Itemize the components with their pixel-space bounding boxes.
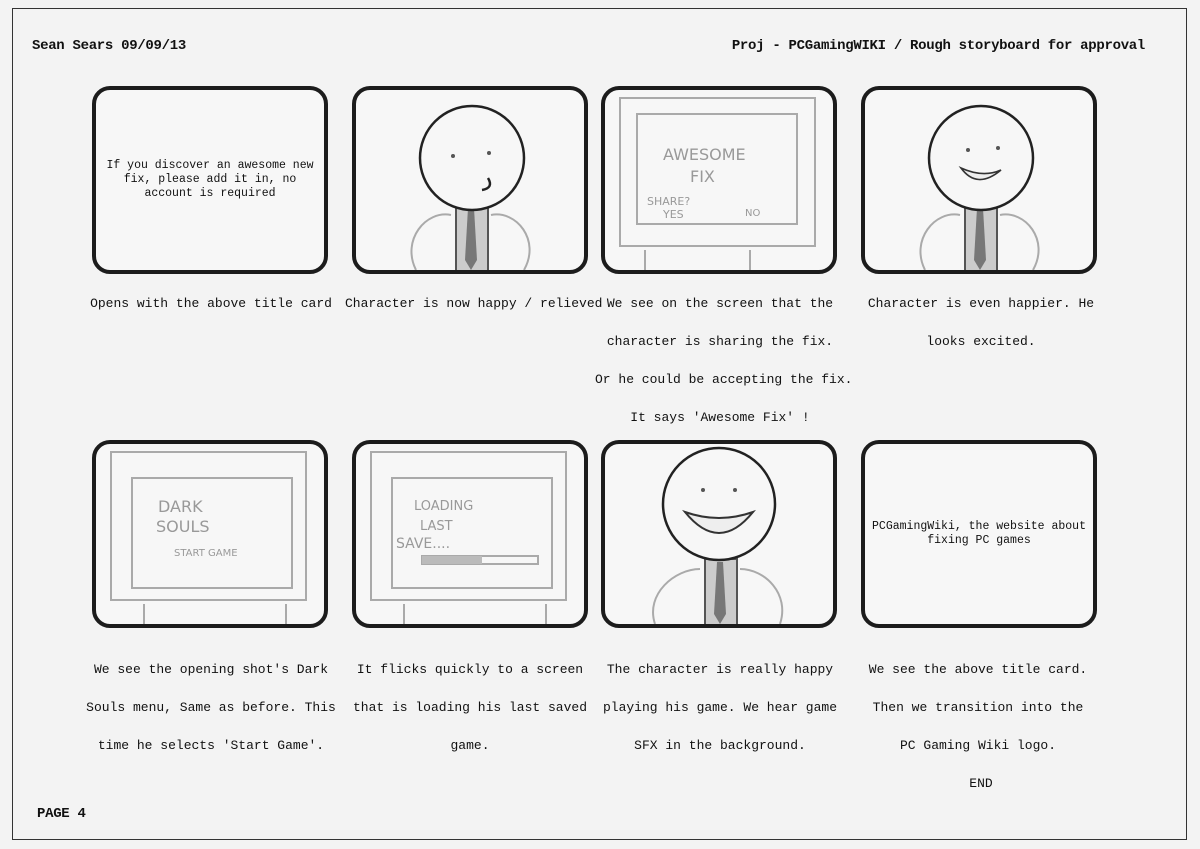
caption-panel-6: It flicks quickly to a screen that is lo… xyxy=(345,651,595,765)
panel-7-character-very-happy xyxy=(601,440,837,628)
caption-line: It flicks quickly to a screen xyxy=(356,662,584,677)
caption-line: Then we transition into the xyxy=(872,700,1084,715)
panel-5-dark-souls-menu: DARK SOULS START GAME xyxy=(92,440,328,628)
sketch-text: AWESOME xyxy=(663,145,746,164)
sketch-text: NO xyxy=(745,208,760,219)
sketch-text: START GAME xyxy=(174,548,238,559)
panel-4-character-excited xyxy=(861,86,1097,274)
caption-line: Or he could be accepting the fix. xyxy=(595,372,853,387)
caption-line: time he selects 'Start Game'. xyxy=(97,738,325,753)
panel-8-end-title-card: PCGamingWiki, the website about fixing P… xyxy=(861,440,1097,628)
sketch-text: YES xyxy=(662,208,684,221)
caption-line: We see the opening shot's Dark xyxy=(93,662,329,677)
caption-line: Character is now happy / relieved xyxy=(345,296,603,311)
caption-line: game. xyxy=(450,738,490,753)
page-border xyxy=(12,8,1187,840)
caption-line: character is sharing the fix. xyxy=(606,334,834,349)
sketch-text: LOADING xyxy=(414,499,473,514)
panel-6-loading-screen: LOADING LAST SAVE.... xyxy=(352,440,588,628)
panel-3-awesome-fix-screen: AWESOME FIX SHARE? YES NO xyxy=(601,86,837,274)
caption-line: It says 'Awesome Fix' ! xyxy=(630,410,810,425)
caption-panel-3: We see on the screen that the character … xyxy=(595,285,853,437)
monitor-sketch: DARK SOULS START GAME xyxy=(110,451,307,624)
title-card-text: If you discover an awesome new fix, plea… xyxy=(106,159,314,200)
caption-panel-4: Character is even happier. He looks exci… xyxy=(856,285,1106,361)
caption-line: playing his game. We hear game xyxy=(602,700,838,715)
caption-line: The character is really happy xyxy=(606,662,834,677)
sketch-text: FIX xyxy=(690,167,715,186)
end-label: END xyxy=(969,776,993,791)
caption-line: looks excited. xyxy=(926,334,1036,349)
sketch-text: SAVE.... xyxy=(396,536,450,552)
title-card-text: PCGamingWiki, the website about fixing P… xyxy=(872,520,1086,547)
caption-panel-7: The character is really happy playing hi… xyxy=(595,651,845,765)
panel-2-character-happy xyxy=(352,86,588,274)
sketch-text: DARK xyxy=(158,497,203,516)
panel-1-title-card: If you discover an awesome new fix, plea… xyxy=(92,86,328,274)
character-sketch xyxy=(919,104,1040,270)
caption-panel-5: We see the opening shot's Dark Souls men… xyxy=(86,651,336,765)
caption-panel-1: Opens with the above title card xyxy=(86,285,336,323)
caption-line: We see the above title card. xyxy=(868,662,1088,677)
caption-panel-2: Character is now happy / relieved xyxy=(345,285,603,323)
character-sketch xyxy=(410,104,531,270)
caption-line: Opens with the above title card xyxy=(90,296,332,311)
caption-line: PC Gaming Wiki logo. xyxy=(899,738,1057,753)
caption-line: We see on the screen that the xyxy=(606,296,834,311)
caption-panel-8: We see the above title card. Then we tra… xyxy=(853,651,1103,803)
sketch-text: LAST xyxy=(420,519,453,534)
project-title: Proj - PCGamingWIKI / Rough storyboard f… xyxy=(731,38,1145,54)
monitor-sketch: AWESOME FIX SHARE? YES NO xyxy=(619,97,816,270)
caption-line: that is loading his last saved xyxy=(352,700,588,715)
caption-line: Souls menu, Same as before. This xyxy=(86,700,336,715)
author-date: Sean Sears 09/09/13 xyxy=(32,38,186,54)
sketch-text: SOULS xyxy=(156,517,210,536)
character-sketch xyxy=(652,446,784,624)
monitor-sketch: LOADING LAST SAVE.... xyxy=(370,451,567,624)
page-number: PAGE 4 xyxy=(37,806,86,822)
caption-line: SFX in the background. xyxy=(634,738,806,753)
caption-line: Character is even happier. He xyxy=(867,296,1095,311)
sketch-text: SHARE? xyxy=(647,195,690,208)
